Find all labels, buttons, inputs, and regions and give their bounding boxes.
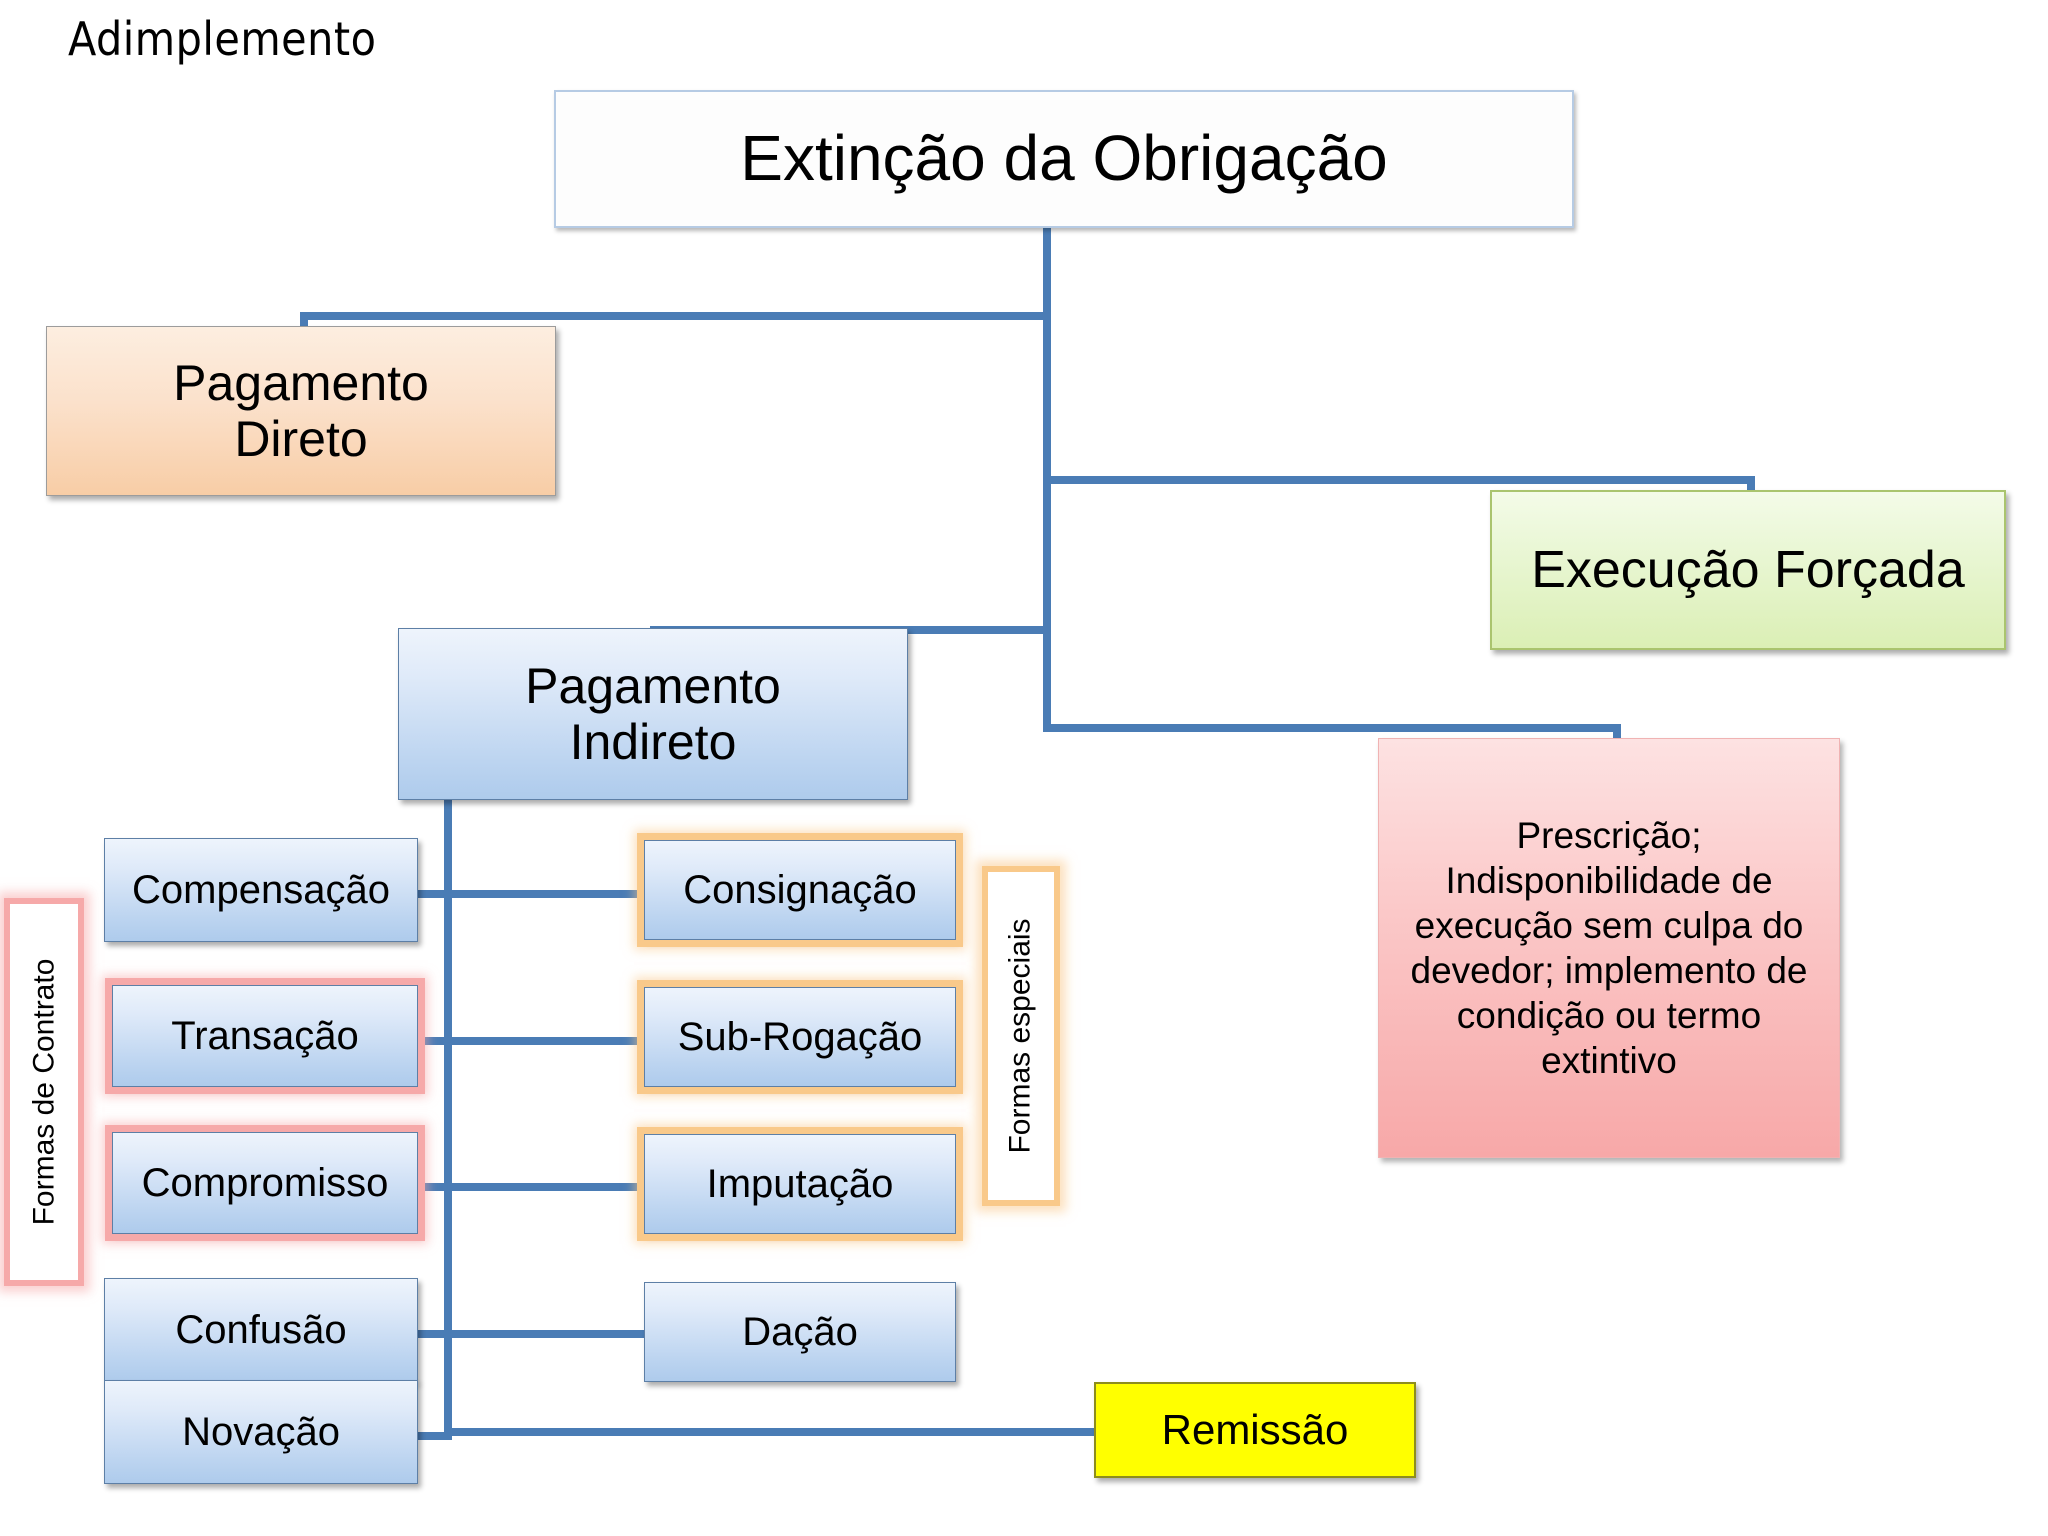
- node-novacao-label: Novação: [182, 1409, 340, 1454]
- node-pagamento-indireto-label: Pagamento Indireto: [525, 658, 781, 770]
- connector-indireto-spine: [444, 790, 452, 1436]
- node-prescricao-label: Prescrição; Indisponibilidade de execuçã…: [1410, 814, 1808, 1082]
- node-execucao-forcada-label: Execução Forçada: [1531, 540, 1965, 599]
- group-label-formas-especiais: Formas especiais: [982, 866, 1060, 1206]
- node-prescricao[interactable]: Prescrição; Indisponibilidade de execuçã…: [1378, 738, 1840, 1158]
- group-label-formas-de-contrato-text: Formas de Contrato: [27, 958, 60, 1226]
- connector-to-prescricao: [1043, 724, 1621, 732]
- connector-to-execucao-forcada: [1043, 476, 1755, 484]
- connector-transacao: [418, 1037, 452, 1045]
- connector-dacao: [444, 1330, 644, 1338]
- connector-confusao: [418, 1330, 452, 1338]
- node-subrogacao-label: Sub-Rogação: [677, 1014, 923, 1059]
- node-imputacao-label: Imputação: [706, 1161, 894, 1206]
- connector-imputacao: [444, 1183, 644, 1191]
- node-compensacao[interactable]: Compensação: [104, 838, 418, 942]
- node-consignacao-label: Consignação: [683, 867, 917, 912]
- connector-pagamento-direto-drop: [300, 312, 308, 326]
- node-subrogacao[interactable]: Sub-Rogação: [644, 987, 956, 1087]
- connector-remissao: [444, 1428, 1094, 1436]
- connector-consignacao: [444, 890, 644, 898]
- node-consignacao[interactable]: Consignação: [644, 840, 956, 940]
- page-title: Adimplemento: [68, 12, 377, 66]
- group-label-formas-especiais-text: Formas especiais: [1004, 918, 1038, 1154]
- node-pagamento-direto[interactable]: Pagamento Direto: [46, 326, 556, 496]
- connector-prescricao-drop: [1613, 724, 1621, 740]
- node-extincao-da-obrigacao[interactable]: Extinção da Obrigação: [554, 90, 1574, 228]
- connector-execucao-drop: [1747, 476, 1755, 492]
- node-confusao[interactable]: Confusão: [104, 1278, 418, 1382]
- node-imputacao[interactable]: Imputação: [644, 1134, 956, 1234]
- node-dacao-label: Dação: [742, 1309, 858, 1354]
- connector-to-pagamento-direto: [300, 312, 1051, 320]
- node-extincao-da-obrigacao-label: Extinção da Obrigação: [740, 122, 1388, 195]
- node-novacao[interactable]: Novação: [104, 1380, 418, 1484]
- node-transacao-label: Transação: [171, 1013, 359, 1058]
- connector-novacao: [418, 1432, 452, 1440]
- node-pagamento-indireto[interactable]: Pagamento Indireto: [398, 628, 908, 800]
- node-dacao[interactable]: Dação: [644, 1282, 956, 1382]
- connector-compensacao: [418, 890, 452, 898]
- node-remissao[interactable]: Remissão: [1094, 1382, 1416, 1478]
- node-transacao[interactable]: Transação: [112, 985, 418, 1087]
- node-compromisso[interactable]: Compromisso: [112, 1132, 418, 1234]
- node-confusao-label: Confusão: [175, 1307, 347, 1352]
- node-pagamento-direto-label: Pagamento Direto: [173, 355, 429, 467]
- node-execucao-forcada[interactable]: Execução Forçada: [1490, 490, 2006, 650]
- node-remissao-label: Remissão: [1161, 1406, 1349, 1454]
- connector-compromisso: [418, 1183, 452, 1191]
- node-compensacao-label: Compensação: [132, 867, 390, 912]
- connector-subrogacao: [444, 1037, 644, 1045]
- group-label-formas-de-contrato: Formas de Contrato: [4, 898, 84, 1286]
- node-compromisso-label: Compromisso: [141, 1160, 389, 1205]
